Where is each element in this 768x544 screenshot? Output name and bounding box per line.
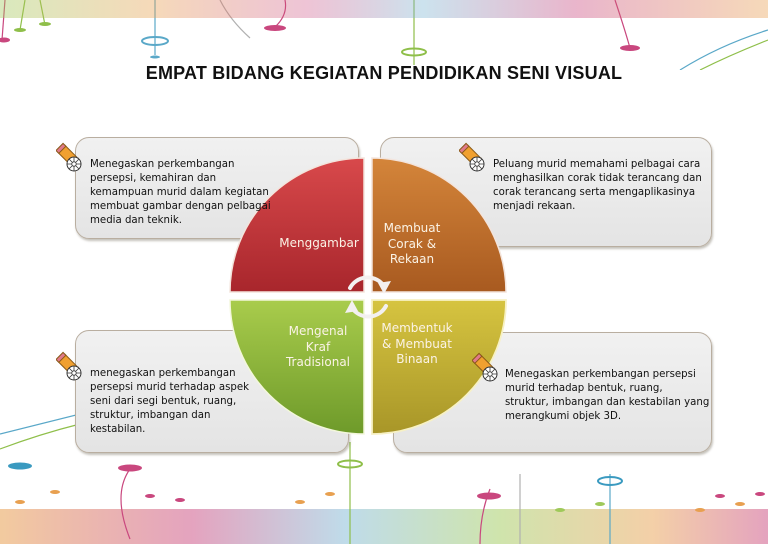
segment-label-menggambar: Menggambar: [279, 236, 359, 250]
segment-binaan: [371, 299, 507, 435]
segment-label-binaan: Membentuk & Membuat Binaan: [381, 321, 453, 366]
description-text-top-left: Menegaskan perkembangan persepsi, kemahi…: [90, 159, 271, 226]
segment-corak-rekaan: [371, 157, 507, 293]
pencil-flower-icon: [459, 142, 485, 172]
segment-kraf-tradisional: [229, 299, 365, 435]
description-text-bottom-right: Menegaskan perkembangan persepsi murid t…: [505, 369, 710, 422]
decorative-flower-border-top: [0, 0, 768, 70]
segment-label-corak-rekaan: Membuat Corak & Rekaan: [383, 221, 441, 266]
pencil-flower-icon: [56, 351, 82, 381]
pie-diagram: [229, 157, 507, 435]
segment-menggambar: [229, 157, 365, 293]
description-text-top-right: Peluang murid memahami pelbagai cara men…: [493, 159, 702, 212]
pencil-flower-icon: [56, 142, 82, 172]
description-text-bottom-left: menegaskan perkembangan persepsi murid t…: [90, 368, 250, 435]
segment-label-kraf-tradisional: Mengenal Kraf Tradisional: [285, 324, 351, 369]
page-title: EMPAT BIDANG KEGIATAN PENDIDIKAN SENI VI…: [145, 63, 623, 83]
pencil-flower-icon: [472, 352, 498, 382]
